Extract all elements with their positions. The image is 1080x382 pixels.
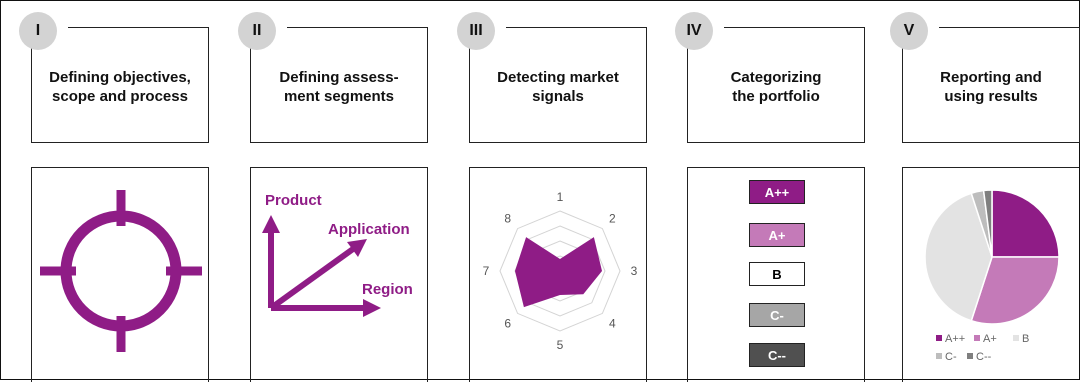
segments-panel: Product Application Region (250, 167, 428, 382)
legend-swatch (974, 335, 980, 341)
radar-signal-area (515, 237, 602, 308)
radar-axis-label: 8 (504, 212, 511, 226)
region-label: Region (362, 281, 413, 298)
radar-chart: 1 2 3 4 5 6 7 8 (483, 190, 638, 352)
arrow-right-icon (363, 299, 381, 317)
legend-label: C-- (976, 351, 992, 363)
legend-label: A+ (983, 333, 997, 345)
crosshair-icon (40, 190, 202, 352)
stage-2: Defining assess- ment segments II Produc… (238, 0, 430, 382)
pie-chart: A++ A+ B C- C-- (924, 189, 1060, 363)
stage-3-title: Detecting market signals (497, 69, 619, 105)
stage-1-title: Defining objectives, scope and process (49, 69, 191, 105)
radar-axis-label: 7 (483, 264, 490, 278)
legend-swatch (1013, 335, 1019, 341)
stage-1-badge: I (19, 12, 57, 50)
pie-slice-b (924, 192, 993, 322)
product-label: Product (265, 192, 322, 209)
segment-axes-diagram: Product Application Region (262, 192, 413, 317)
radar-axis-label: 3 (631, 264, 638, 278)
arrow-up-icon (262, 215, 280, 233)
pie-slice-cmm (982, 189, 993, 258)
radar-axis-label: 5 (557, 338, 564, 352)
stage-5-header: Reporting and using results (902, 27, 1080, 143)
legend-label: C- (945, 351, 957, 363)
stage-4-badge: IV (675, 12, 713, 50)
portfolio-panel: A++ A+ B C- C-- (687, 167, 865, 382)
objectives-panel (31, 167, 209, 382)
radar-axis-label: 1 (557, 190, 564, 204)
application-label: Application (328, 221, 410, 238)
radar-axis-label: 4 (609, 316, 616, 330)
stage-2-header: Defining assess- ment segments (250, 27, 428, 143)
category-c-minus: C- (749, 303, 805, 327)
category-a-plus-plus: A++ (749, 180, 805, 204)
stage-2-badge: II (238, 12, 276, 50)
stage-3: Detecting market signals III 1 2 3 4 5 6 7 8 (457, 0, 649, 382)
results-panel: A++ A+ B C- C-- (902, 167, 1079, 382)
stage-1-header: Defining objectives, scope and process (31, 27, 209, 143)
stage-1: Defining objectives, scope and process I (19, 0, 211, 382)
legend-swatch (967, 353, 973, 359)
pie-slice-ap (970, 256, 1060, 325)
stage-4-header: Categorizing the portfolio (687, 27, 865, 143)
stage-5: Reporting and using results V A++ A+ B C- C-… (890, 0, 1080, 382)
radar-grid-ring (499, 210, 621, 332)
stage-4-title: Categorizing the portfolio (730, 69, 822, 105)
legend-swatch (936, 335, 942, 341)
signals-panel: 1 2 3 4 5 6 7 8 (469, 167, 647, 382)
category-c-minus-minus: C-- (749, 343, 805, 367)
stage-3-badge: III (457, 12, 495, 50)
stage-4: Categorizing the portfolio IV A++ A+ B C… (675, 0, 867, 382)
arrow-diagonal-icon (347, 239, 367, 257)
stage-5-badge: V (890, 12, 928, 50)
category-a-plus: A+ (749, 223, 805, 247)
legend-label: A++ (945, 333, 965, 345)
radar-axis-label: 6 (504, 316, 511, 330)
radar-axis-label: 2 (609, 212, 616, 226)
category-b: B (749, 262, 805, 286)
stage-2-title: Defining assess- ment segments (279, 69, 399, 105)
stage-5-title: Reporting and using results (940, 69, 1042, 105)
pie-slice-app (991, 189, 1060, 258)
legend-swatch (936, 353, 942, 359)
stage-3-header: Detecting market signals (469, 27, 647, 143)
legend-label: B (1022, 333, 1029, 345)
